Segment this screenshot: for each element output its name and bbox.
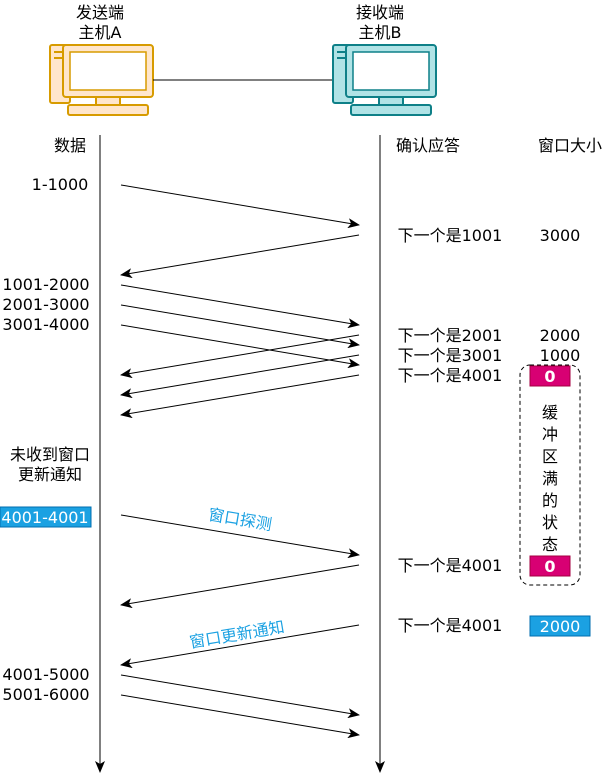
ack-arrow xyxy=(120,374,360,419)
ack-arrow xyxy=(120,354,360,399)
buffer-full-char: 区 xyxy=(542,447,558,466)
buffer-full-text: 缓 冲 区 满 的 状 态 xyxy=(542,403,558,554)
window-size: 0 xyxy=(544,557,555,576)
data-label: 1001-2000 xyxy=(2,275,89,294)
data-arrow xyxy=(120,304,360,349)
computer-icon xyxy=(332,44,437,116)
ack-label: 下一个是2001 xyxy=(398,326,503,345)
buffer-full-char: 满 xyxy=(542,469,558,488)
probe-segment-badge: 4001-4001 xyxy=(0,506,92,528)
window-size: 1000 xyxy=(540,346,581,365)
window-reopened-badge: 2000 xyxy=(529,615,591,637)
data-label: 5001-6000 xyxy=(2,685,89,704)
probe-arrow xyxy=(120,514,360,559)
data-label: 3001-4000 xyxy=(2,315,89,334)
data-arrow xyxy=(120,324,360,369)
ack-arrow xyxy=(120,234,360,279)
receiver-title-line1: 接收端 xyxy=(356,3,404,22)
ack-arrow xyxy=(120,334,360,379)
no-update-note-line2: 更新通知 xyxy=(18,465,82,484)
sender-title-line2: 主机A xyxy=(79,23,122,42)
ack-arrow xyxy=(120,564,360,609)
window-update-arrow-label: 窗口更新通知 xyxy=(188,617,286,652)
buffer-full-box xyxy=(519,364,581,586)
window-size: 2000 xyxy=(540,617,581,636)
probe-segment-label: 4001-4001 xyxy=(1,508,88,527)
window-size: 0 xyxy=(544,367,555,386)
buffer-full-char: 冲 xyxy=(542,425,558,444)
buffer-full-char: 状 xyxy=(542,513,558,532)
receiver-host: 接收端 主机B xyxy=(332,3,437,116)
data-label: 2001-3000 xyxy=(2,295,89,314)
buffer-full-char: 态 xyxy=(542,535,558,554)
data-label: 1-1000 xyxy=(32,175,89,194)
header-ack: 确认应答 xyxy=(396,136,460,155)
ack-label: 下一个是3001 xyxy=(398,346,503,365)
sender-host: 发送端 主机A xyxy=(49,3,154,116)
window-size: 3000 xyxy=(540,226,581,245)
probe-arrow-label: 窗口探测 xyxy=(207,505,273,534)
buffer-full-char: 缓 xyxy=(542,403,558,422)
data-arrow xyxy=(120,694,360,739)
ack-label: 下一个是4001 xyxy=(398,616,503,635)
window-update-arrow xyxy=(120,624,360,669)
window-size: 2000 xyxy=(540,326,581,345)
no-update-note-line1: 未收到窗口 xyxy=(10,445,90,464)
buffer-full-char: 的 xyxy=(542,491,558,510)
data-arrow xyxy=(120,674,360,719)
zero-window-badge: 0 xyxy=(529,365,571,387)
data-arrow xyxy=(120,284,360,329)
header-window: 窗口大小 xyxy=(538,136,602,155)
header-data: 数据 xyxy=(54,136,86,155)
data-label: 4001-5000 xyxy=(2,665,89,684)
ack-label: 下一个是1001 xyxy=(398,226,503,245)
data-arrow xyxy=(120,184,360,229)
ack-label: 下一个是4001 xyxy=(398,366,503,385)
zero-window-badge: 0 xyxy=(529,555,571,577)
computer-icon xyxy=(49,44,154,116)
sender-title-line1: 发送端 xyxy=(76,3,124,22)
receiver-title-line2: 主机B xyxy=(359,23,402,42)
ack-label: 下一个是4001 xyxy=(398,556,503,575)
